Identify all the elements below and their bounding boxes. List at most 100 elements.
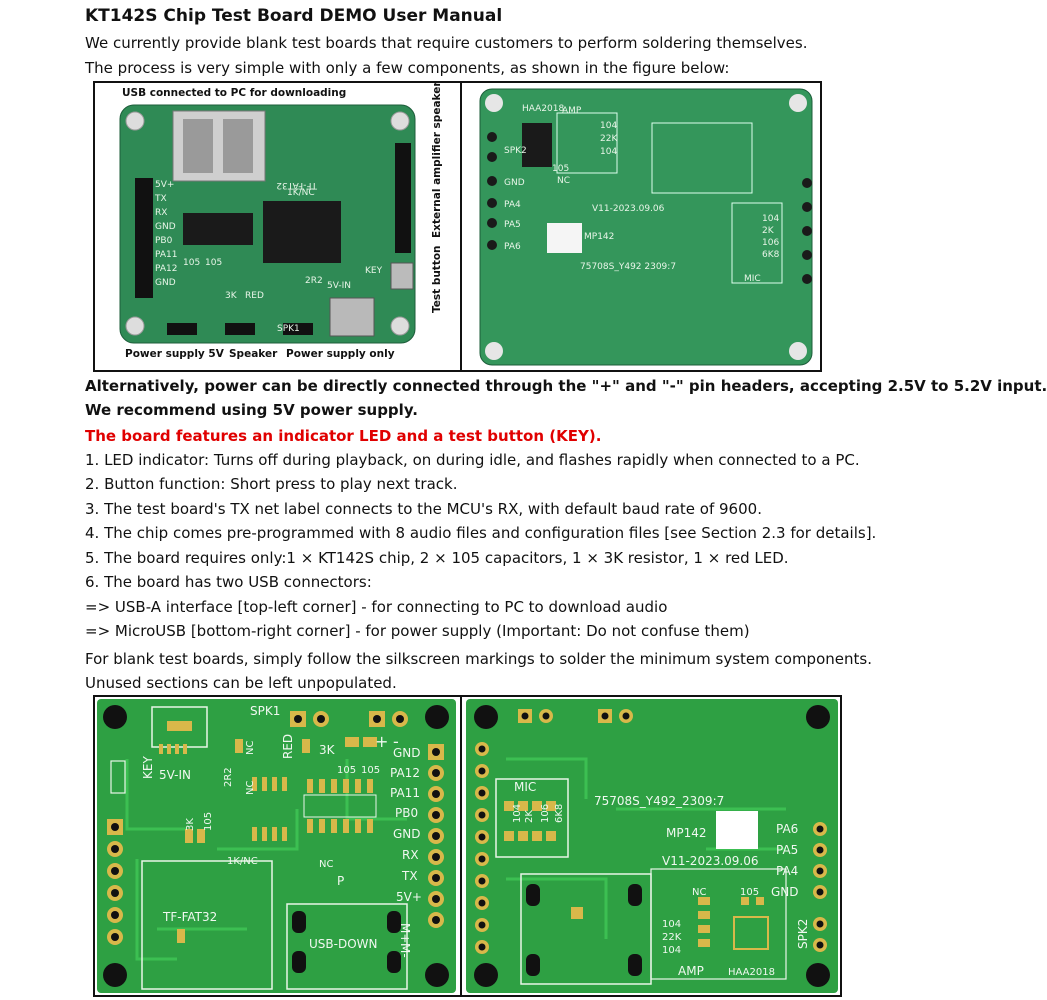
svg-text:NC: NC [319, 859, 333, 870]
svg-text:PA11: PA11 [390, 786, 420, 800]
list-item: => USB-A interface [top-left corner] - f… [85, 598, 668, 616]
svg-text:2K: 2K [762, 226, 775, 236]
svg-text:MIC: MIC [514, 780, 536, 794]
svg-text:SPK2: SPK2 [796, 919, 810, 949]
svg-text:V11-2023.09.06: V11-2023.09.06 [662, 854, 759, 868]
svg-text:MP142: MP142 [584, 232, 614, 242]
svg-text:22K: 22K [662, 932, 682, 943]
svg-text:5V+: 5V+ [396, 890, 422, 904]
svg-text:V11-2023.09.06: V11-2023.09.06 [592, 204, 665, 214]
bottom-pcb-divider [460, 695, 462, 997]
svg-text:KEY: KEY [141, 756, 155, 779]
svg-text:PA12: PA12 [155, 264, 177, 274]
svg-text:HAA2018: HAA2018 [522, 104, 565, 114]
svg-text:6K8: 6K8 [762, 250, 780, 260]
svg-text:AMP: AMP [678, 964, 704, 978]
svg-text:AMP: AMP [562, 106, 582, 116]
top-photo-divider [460, 81, 462, 372]
svg-text:M+: M+ [398, 923, 412, 943]
svg-text:5V-IN: 5V-IN [159, 768, 191, 782]
svg-text:104: 104 [600, 147, 617, 157]
svg-text:TX: TX [401, 869, 418, 883]
svg-text:106: 106 [762, 238, 779, 248]
outro-line-1: For blank test boards, simply follow the… [85, 650, 872, 668]
svg-text:PA6: PA6 [504, 242, 521, 252]
svg-text:PA11: PA11 [155, 250, 177, 260]
list-item: 5. The board requires only:1 × KT142S ch… [85, 549, 789, 567]
doc-title: KT142S Chip Test Board DEMO User Manual [85, 6, 503, 26]
svg-text:RX: RX [402, 848, 419, 862]
svg-text:PA5: PA5 [776, 843, 798, 857]
svg-text:M-: M- [398, 943, 412, 958]
svg-text:GND: GND [393, 746, 421, 760]
svg-text:USB-DOWN: USB-DOWN [309, 937, 378, 951]
svg-text:GND: GND [155, 222, 176, 232]
list-item: 4. The chip comes pre-programmed with 8 … [85, 524, 877, 542]
svg-text:SPK1: SPK1 [277, 324, 300, 334]
svg-text:+: + [375, 732, 388, 751]
pcb-render-back: MIC 104 2K 106 6K8 75708S_Y492_2309:7 MP… [466, 699, 838, 993]
intro-line-1: We currently provide blank test boards t… [85, 34, 808, 52]
svg-text:MIC: MIC [744, 274, 761, 284]
svg-text:P: P [337, 874, 344, 888]
svg-text:2R2: 2R2 [223, 767, 234, 787]
list-item: 3. The test board's TX net label connect… [85, 500, 762, 518]
svg-text:PA4: PA4 [776, 864, 798, 878]
outro-line-2: Unused sections can be left unpopulated. [85, 674, 397, 692]
svg-text:PA6: PA6 [776, 822, 798, 836]
svg-text:PA5: PA5 [504, 220, 521, 230]
svg-text:5V+: 5V+ [155, 180, 174, 190]
svg-text:MP142: MP142 [666, 826, 707, 840]
svg-text:GND: GND [771, 885, 799, 899]
svg-text:GND: GND [155, 278, 176, 288]
svg-text:2K: 2K [524, 810, 535, 823]
caption-test-button: Test button [431, 245, 443, 313]
silk-tf-fat32: TF-FAT32 [276, 180, 318, 190]
list-item: 6. The board has two USB connectors: [85, 573, 372, 591]
caption-power-5v: Power supply 5V [125, 348, 225, 360]
caption-speaker: Speaker [229, 348, 278, 360]
svg-text:105: 105 [183, 258, 200, 268]
board-photo-front: TF-FAT32 5V+ TX RX GND PB0 PA11 PA12 GND… [95, 81, 460, 370]
svg-text:NC: NC [245, 781, 256, 795]
svg-text:RED: RED [281, 734, 295, 759]
list-item: 2. Button function: Short press to play … [85, 475, 458, 493]
svg-text:RX: RX [155, 208, 167, 218]
svg-text:GND: GND [393, 827, 421, 841]
svg-text:1K/NC: 1K/NC [287, 188, 315, 198]
feature-line: The board features an indicator LED and … [85, 427, 602, 445]
list-item: => MicroUSB [bottom-right corner] - for … [85, 622, 750, 640]
pcb-render-front: SPK1 RED 3K GND PA12 PA11 PB0 GND RX TX … [97, 699, 456, 993]
svg-text:PB0: PB0 [395, 806, 418, 820]
svg-text:104: 104 [600, 121, 617, 131]
svg-text:NC: NC [557, 176, 570, 186]
svg-text:104: 104 [512, 804, 523, 823]
caption-power-only: Power supply only [286, 348, 395, 360]
svg-text:104: 104 [662, 919, 681, 930]
svg-text:2R2: 2R2 [305, 276, 323, 286]
svg-text:PB0: PB0 [155, 236, 173, 246]
svg-text:75708S_Y492_2309:7: 75708S_Y492_2309:7 [594, 794, 724, 808]
svg-text:GND: GND [504, 178, 525, 188]
svg-text:SPK2: SPK2 [504, 146, 527, 156]
svg-text:-: - [393, 732, 399, 751]
list-item: 1. LED indicator: Turns off during playb… [85, 451, 860, 469]
svg-text:105: 105 [203, 812, 214, 831]
svg-text:3K: 3K [225, 291, 238, 301]
svg-text:SPK1: SPK1 [250, 704, 280, 718]
caption-usb: USB connected to PC for downloading [122, 87, 346, 99]
svg-text:75708S_Y492 2309:7: 75708S_Y492 2309:7 [580, 262, 676, 272]
svg-text:106: 106 [540, 804, 551, 823]
svg-text:104: 104 [662, 945, 681, 956]
svg-text:1K/NC: 1K/NC [227, 856, 258, 867]
svg-text:3K: 3K [319, 743, 336, 757]
svg-text:3K: 3K [185, 818, 196, 831]
svg-text:PA12: PA12 [390, 766, 420, 780]
svg-text:HAA2018: HAA2018 [728, 967, 775, 978]
power-line-2: We recommend using 5V power supply. [85, 401, 418, 419]
intro-line-2: The process is very simple with only a f… [85, 59, 730, 77]
svg-text:104: 104 [762, 214, 779, 224]
svg-text:TX: TX [154, 194, 167, 204]
svg-text:105: 105 [337, 765, 356, 776]
svg-text:5V-IN: 5V-IN [327, 281, 351, 291]
